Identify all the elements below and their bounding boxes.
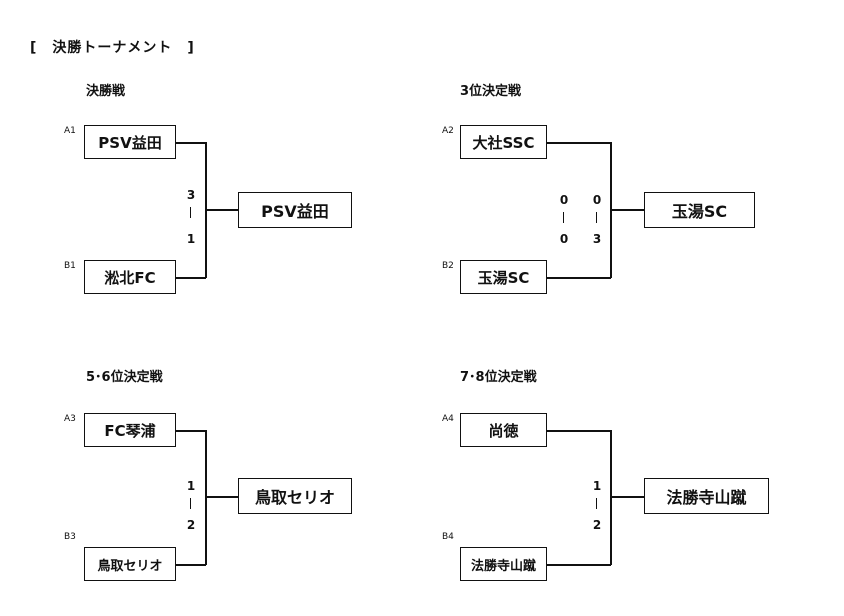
seed-b: B1: [64, 261, 76, 271]
score-bottom: 3: [592, 232, 602, 246]
score-top: 1: [186, 479, 196, 493]
seed-a: A1: [64, 126, 76, 136]
seed-a: A3: [64, 414, 76, 424]
seed-a: A4: [442, 414, 454, 424]
connector-line: [176, 277, 206, 279]
bracket-final: 決勝戦 A1 PSV益田 B1 淞北FC 3 1 PSV益田: [64, 80, 444, 294]
team-a-box: FC琴浦: [84, 413, 176, 447]
connector-line: [547, 430, 611, 432]
score-dash: [190, 498, 192, 509]
bracket-seventh-place: 7･8位決定戦 A4 尚徳 B4 法勝寺山蹴 1 2 法勝寺山蹴: [438, 366, 818, 581]
bracket-label: 3位決定戦: [460, 84, 522, 99]
connector-line: [205, 430, 207, 565]
team-b-box: 玉湯SC: [460, 260, 547, 294]
score-top: 0: [592, 193, 602, 207]
score-bottom: 1: [186, 232, 196, 246]
team-a-box: 尚徳: [460, 413, 547, 447]
score-bottom: 2: [186, 518, 196, 532]
page-title: [ 決勝トーナメント ]: [30, 40, 195, 56]
seed-b: B2: [442, 261, 454, 271]
winner-box: 玉湯SC: [644, 192, 755, 228]
team-b-box: 鳥取セリオ: [84, 547, 176, 581]
score-top: 3: [186, 188, 196, 202]
connector-line: [205, 496, 238, 498]
bracket-fifth-place: 5･6位決定戦 A3 FC琴浦 B3 鳥取セリオ 1 2 鳥取セリオ: [64, 366, 444, 581]
seed-b: B4: [442, 532, 454, 542]
team-a-box: PSV益田: [84, 125, 176, 159]
team-b-box: 淞北FC: [84, 260, 176, 294]
connector-line: [176, 564, 206, 566]
score-bottom: 2: [592, 518, 602, 532]
connector-line: [610, 496, 644, 498]
bracket-label: 7･8位決定戦: [460, 370, 537, 385]
connector-line: [176, 430, 206, 432]
score-top: 1: [592, 479, 602, 493]
score-dash: [190, 207, 192, 218]
team-b-box: 法勝寺山蹴: [460, 547, 547, 581]
connector-line: [547, 142, 611, 144]
score-dash: [563, 212, 565, 223]
seed-a: A2: [442, 126, 454, 136]
connector-line: [176, 142, 206, 144]
connector-line: [610, 209, 644, 211]
bracket-label: 決勝戦: [86, 84, 126, 99]
seed-b: B3: [64, 532, 76, 542]
connector-line: [547, 277, 611, 279]
connector-line: [547, 564, 611, 566]
connector-line: [205, 209, 238, 211]
score-bottom: 0: [559, 232, 569, 246]
winner-box: PSV益田: [238, 192, 352, 228]
bracket-label: 5･6位決定戦: [86, 370, 163, 385]
winner-box: 鳥取セリオ: [238, 478, 352, 514]
winner-box: 法勝寺山蹴: [644, 478, 769, 514]
score-top: 0: [559, 193, 569, 207]
score-dash: [596, 498, 598, 509]
score-dash: [596, 212, 598, 223]
bracket-third-place: 3位決定戦 A2 大社SSC B2 玉湯SC 0 0 0 3 玉湯SC: [438, 80, 818, 294]
team-a-box: 大社SSC: [460, 125, 547, 159]
connector-line: [610, 430, 612, 565]
